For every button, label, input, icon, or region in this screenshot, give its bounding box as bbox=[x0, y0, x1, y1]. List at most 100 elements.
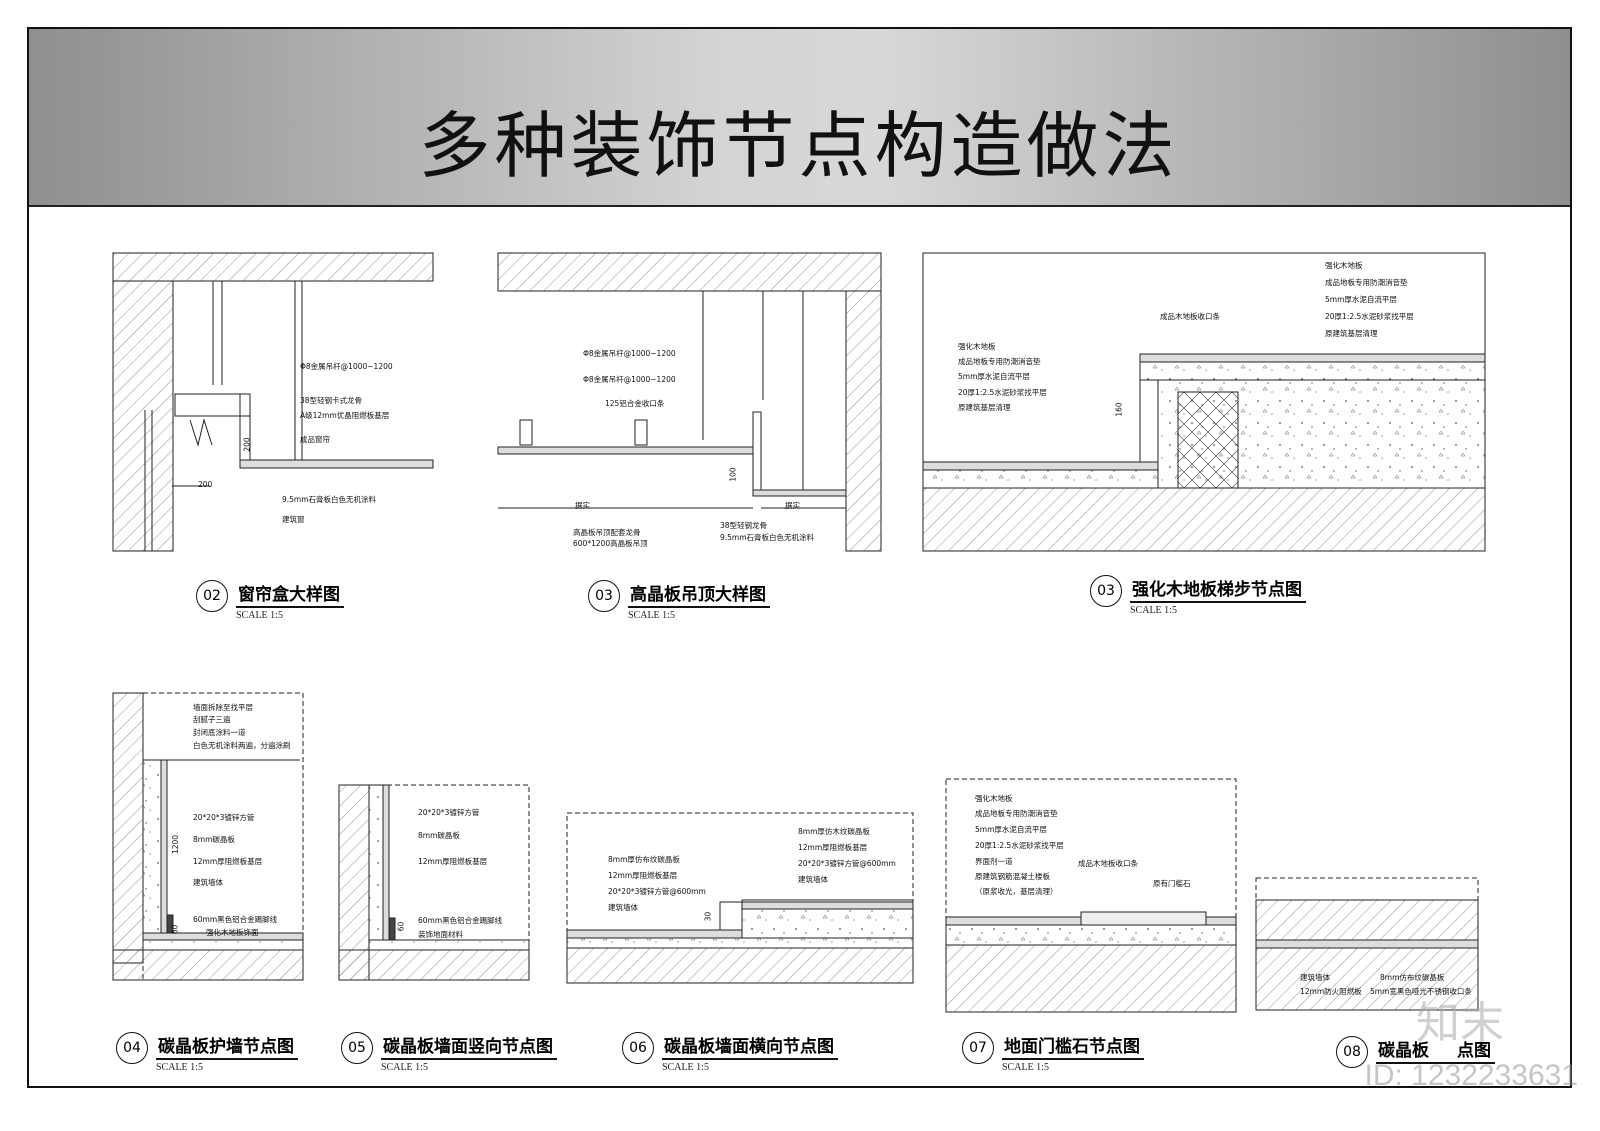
note: 20厚1:2.5水泥砂浆找平层 bbox=[958, 388, 1047, 397]
dimension: 200 bbox=[198, 480, 213, 489]
note: A级12mm优晶阻燃板基层 bbox=[300, 411, 390, 420]
note: 刮腻子三遍 bbox=[193, 715, 231, 724]
detail-08-drawing bbox=[1255, 877, 1479, 1011]
detail-03a-drawing bbox=[497, 252, 882, 552]
note: 建筑墙体 bbox=[608, 903, 638, 912]
detail-name: 碳晶板护墙节点图 bbox=[156, 1032, 298, 1060]
detail-scale: SCALE 1:5 bbox=[628, 610, 675, 621]
note: 12mm防火阻燃板 bbox=[1300, 987, 1362, 996]
note: 墙面拆除至找平层 bbox=[193, 703, 253, 712]
detail-label-04: 04 碳晶板护墙节点图 SCALE 1:5 bbox=[116, 1032, 298, 1073]
detail-name: 碳晶板墙面竖向节点图 bbox=[381, 1032, 557, 1060]
note: 成品木地板收口条 bbox=[1078, 859, 1138, 868]
detail-scale: SCALE 1:5 bbox=[662, 1062, 709, 1073]
note: 5mm厚水泥自流平层 bbox=[975, 825, 1047, 834]
note: 强化木地板饰面 bbox=[206, 928, 259, 937]
note: 600*1200高晶板吊顶 bbox=[573, 539, 648, 548]
detail-05-drawing bbox=[338, 784, 530, 981]
detail-name: 碳晶板点图 bbox=[1376, 1036, 1495, 1064]
detail-07-drawing bbox=[945, 778, 1237, 1013]
note: 20*20*3镀锌方管 bbox=[418, 808, 480, 817]
sheet-title: 多种装饰节点构造做法 bbox=[418, 104, 1179, 188]
note: Φ8金属吊杆@1000~1200 bbox=[583, 349, 676, 358]
note: 强化木地板 bbox=[1325, 261, 1363, 270]
detail-label-02: 02 窗帘盒大样图 SCALE 1:5 bbox=[196, 580, 344, 621]
note: 高晶板吊顶配套龙骨 bbox=[573, 528, 641, 537]
note: 强化木地板 bbox=[958, 342, 996, 351]
note: 成品地板专用防潮消音垫 bbox=[1325, 278, 1408, 287]
note: 封闭底涂料一道 bbox=[193, 728, 246, 737]
note: 8mm碳晶板 bbox=[418, 831, 460, 840]
note: 界面剂一道 bbox=[975, 857, 1013, 866]
detail-label-03b: 03 强化木地板梯步节点图 SCALE 1:5 bbox=[1090, 575, 1306, 616]
note: 白色无机涂料两遍，分遍涂刷 bbox=[193, 741, 291, 750]
detail-scale: SCALE 1:5 bbox=[1002, 1062, 1049, 1073]
detail-04-drawing bbox=[112, 692, 304, 981]
note: 装饰地面材料 bbox=[418, 930, 463, 939]
note: 20*20*3镀锌方管@600mm bbox=[798, 859, 896, 868]
note: 12mm厚阻燃板基层 bbox=[798, 843, 868, 852]
watermark-id: ID: 1232233631 bbox=[1364, 1059, 1578, 1092]
detail-label-05: 05 碳晶板墙面竖向节点图 SCALE 1:5 bbox=[341, 1032, 557, 1073]
detail-scale: SCALE 1:5 bbox=[1130, 605, 1177, 616]
note: 据实 bbox=[575, 501, 590, 510]
note: 强化木地板 bbox=[975, 794, 1013, 803]
note: 建筑墙体 bbox=[1300, 973, 1330, 982]
note: 125铝合金收口条 bbox=[605, 399, 665, 408]
note: 5mm宽黑色哑光不锈钢收口条 bbox=[1370, 987, 1472, 996]
detail-name: 强化木地板梯步节点图 bbox=[1130, 575, 1306, 603]
detail-scale: SCALE 1:5 bbox=[236, 610, 283, 621]
note: 12mm厚阻燃板基层 bbox=[608, 871, 678, 880]
note: 原建筑钢筋混凝土楼板 bbox=[975, 872, 1050, 881]
detail-02-drawing bbox=[112, 252, 434, 552]
watermark-logo: 知末 bbox=[1416, 998, 1504, 1049]
note: 8mm厚仿布纹碳晶板 bbox=[608, 855, 680, 864]
note: （原浆收光，基层清理） bbox=[975, 887, 1058, 896]
note: 20*20*3镀锌方管@600mm bbox=[608, 887, 706, 896]
note: 据实 bbox=[785, 501, 800, 510]
detail-label-03a: 03 高晶板吊顶大样图 SCALE 1:5 bbox=[588, 580, 770, 621]
detail-number: 03 bbox=[1090, 575, 1122, 607]
note: 建筑窗 bbox=[282, 515, 305, 524]
detail-number: 04 bbox=[116, 1032, 148, 1064]
note: 成品窗帘 bbox=[300, 435, 330, 444]
note: Φ8金属吊杆@1000~1200 bbox=[300, 362, 393, 371]
detail-number: 03 bbox=[588, 580, 620, 612]
note: 12mm厚阻燃板基层 bbox=[193, 857, 263, 866]
note: 成品地板专用防潮消音垫 bbox=[975, 809, 1058, 818]
note: 9.5mm石膏板白色无机涂料 bbox=[720, 533, 815, 542]
detail-number: 08 bbox=[1336, 1036, 1368, 1068]
sheet-frame bbox=[27, 27, 1572, 1088]
detail-number: 06 bbox=[622, 1032, 654, 1064]
note: 38型轻钢龙骨 bbox=[720, 521, 768, 530]
note: 9.5mm石膏板白色无机涂料 bbox=[282, 495, 377, 504]
note: 5mm厚水泥自流平层 bbox=[958, 372, 1030, 381]
note: 8mm仿布纹碳晶板 bbox=[1380, 973, 1445, 982]
detail-scale: SCALE 1:5 bbox=[156, 1062, 203, 1073]
detail-name: 地面门槛石节点图 bbox=[1002, 1032, 1144, 1060]
note: 5mm厚水泥自流平层 bbox=[1325, 295, 1397, 304]
detail-label-07: 07 地面门槛石节点图 SCALE 1:5 bbox=[962, 1032, 1144, 1073]
detail-scale: SCALE 1:5 bbox=[381, 1062, 428, 1073]
note: 建筑墙体 bbox=[798, 875, 828, 884]
note: Φ8金属吊杆@1000~1200 bbox=[583, 375, 676, 384]
detail-label-06: 06 碳晶板墙面横向节点图 SCALE 1:5 bbox=[622, 1032, 838, 1073]
note: 20*20*3镀锌方管 bbox=[193, 813, 255, 822]
title-band: 多种装饰节点构造做法 bbox=[27, 27, 1570, 207]
detail-06-drawing bbox=[566, 812, 914, 984]
note: 成品木地板收口条 bbox=[1160, 312, 1220, 321]
note: 8mm碳晶板 bbox=[193, 835, 235, 844]
detail-number: 07 bbox=[962, 1032, 994, 1064]
detail-label-08: 08 碳晶板点图 bbox=[1336, 1036, 1495, 1068]
note: 38型轻钢卡式龙骨 bbox=[300, 396, 363, 405]
note: 12mm厚阻燃板基层 bbox=[418, 857, 488, 866]
detail-name: 窗帘盒大样图 bbox=[236, 580, 344, 608]
note: 原有门槛石 bbox=[1153, 879, 1191, 888]
note: 20厚1:2.5水泥砂浆找平层 bbox=[1325, 312, 1414, 321]
note: 8mm厚仿木纹碳晶板 bbox=[798, 827, 870, 836]
detail-name: 高晶板吊顶大样图 bbox=[628, 580, 770, 608]
detail-name-head: 碳晶板 bbox=[1378, 1041, 1429, 1061]
note: 20厚1:2.5水泥砂浆找平层 bbox=[975, 841, 1064, 850]
